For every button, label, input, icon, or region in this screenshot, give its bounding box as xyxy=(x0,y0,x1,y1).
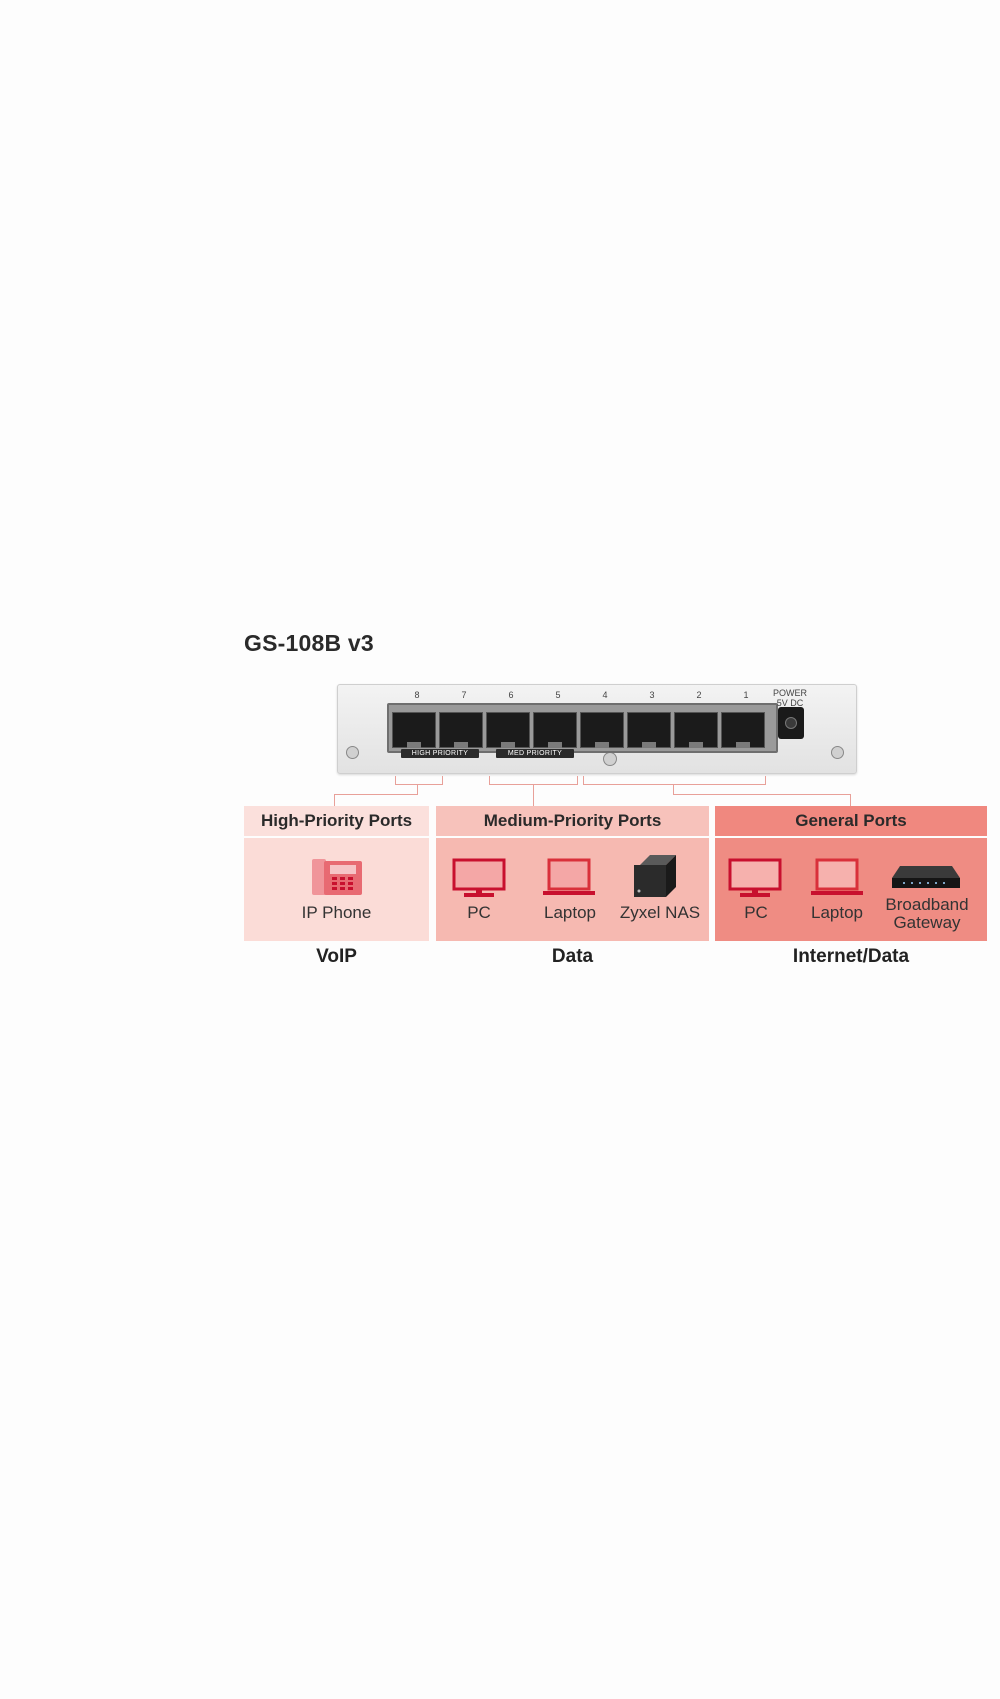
ethernet-port-3 xyxy=(627,712,671,748)
port-number: 2 xyxy=(696,690,702,700)
group-header-general: General Ports xyxy=(715,806,987,836)
ethernet-port-2 xyxy=(674,712,718,748)
group-header-high-priority: High-Priority Ports xyxy=(244,806,429,836)
connector-line xyxy=(417,785,418,795)
connector-line xyxy=(395,776,396,785)
power-label-line1: POWER xyxy=(772,688,807,698)
port-number: 1 xyxy=(743,690,749,700)
ethernet-port-7 xyxy=(439,712,483,748)
connector-line xyxy=(334,794,418,795)
group-footer-data: Data xyxy=(551,946,594,967)
connector-line xyxy=(850,794,851,806)
group-header-medium-priority: Medium-Priority Ports xyxy=(436,806,709,836)
connector-line xyxy=(489,776,490,785)
connector-line xyxy=(583,784,766,785)
power-jack xyxy=(778,707,804,739)
connector-line xyxy=(533,785,534,806)
connector-line xyxy=(673,794,851,795)
screw-left xyxy=(346,746,359,759)
ip-phone-icon xyxy=(310,857,364,902)
device-label: Broadband Gateway xyxy=(885,895,969,932)
port-number: 3 xyxy=(649,690,655,700)
monitor-icon xyxy=(452,858,506,903)
port-number: 5 xyxy=(555,690,561,700)
connector-line xyxy=(442,776,443,785)
device-label: IP Phone xyxy=(301,903,372,922)
device-label: PC xyxy=(467,903,491,922)
ethernet-port-5 xyxy=(533,712,577,748)
group-footer-internet-data: Internet/Data xyxy=(792,946,910,967)
power-label: POWER 5V DC xyxy=(770,688,810,708)
ethernet-port-1 xyxy=(721,712,765,748)
connector-line xyxy=(395,784,443,785)
connector-line xyxy=(673,785,674,795)
device-label: Laptop xyxy=(544,903,596,922)
connector-line xyxy=(489,784,578,785)
diagram-title: GS-108B v3 xyxy=(244,630,374,656)
connector-line xyxy=(583,776,584,785)
laptop-icon xyxy=(542,858,596,903)
power-label-line2: 5V DC xyxy=(776,698,804,708)
nas-icon xyxy=(630,853,680,904)
group-footer-voip: VoIP xyxy=(316,946,357,967)
port-number: 6 xyxy=(508,690,514,700)
gateway-icon xyxy=(890,862,962,897)
screw-right xyxy=(831,746,844,759)
port-number: 8 xyxy=(414,690,420,700)
port-number: 4 xyxy=(602,690,608,700)
connector-line xyxy=(577,776,578,785)
ground-screw xyxy=(603,752,617,766)
connector-line xyxy=(334,794,335,806)
port-number: 7 xyxy=(461,690,467,700)
ethernet-port-8 xyxy=(392,712,436,748)
ethernet-port-4 xyxy=(580,712,624,748)
med-priority-tag: MED PRIORITY xyxy=(496,749,574,758)
device-label: Zyxel NAS xyxy=(619,903,701,922)
laptop-icon xyxy=(810,858,864,903)
connector-line xyxy=(765,776,766,785)
ethernet-port-6 xyxy=(486,712,530,748)
device-label: PC xyxy=(744,903,768,922)
high-priority-tag: HIGH PRIORITY xyxy=(401,749,479,758)
monitor-icon xyxy=(728,858,782,903)
device-label: Laptop xyxy=(811,903,863,922)
